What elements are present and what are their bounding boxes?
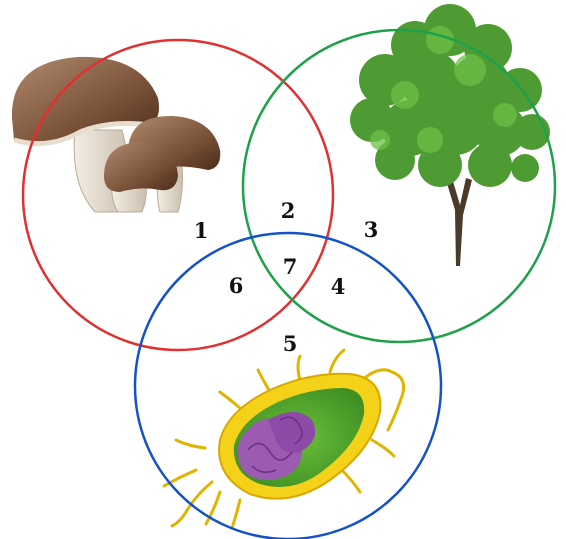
tree-icon — [350, 4, 550, 266]
region-label-6: 6 — [229, 273, 244, 298]
region-label-1: 1 — [194, 218, 209, 243]
bacterium-icon — [164, 350, 404, 528]
region-label-2: 2 — [281, 198, 296, 223]
region-label-5: 5 — [283, 331, 298, 356]
region-label-3: 3 — [364, 217, 379, 242]
region-label-7: 7 — [283, 254, 298, 279]
region-label-4: 4 — [331, 274, 346, 299]
mushroom-icon — [12, 57, 220, 212]
